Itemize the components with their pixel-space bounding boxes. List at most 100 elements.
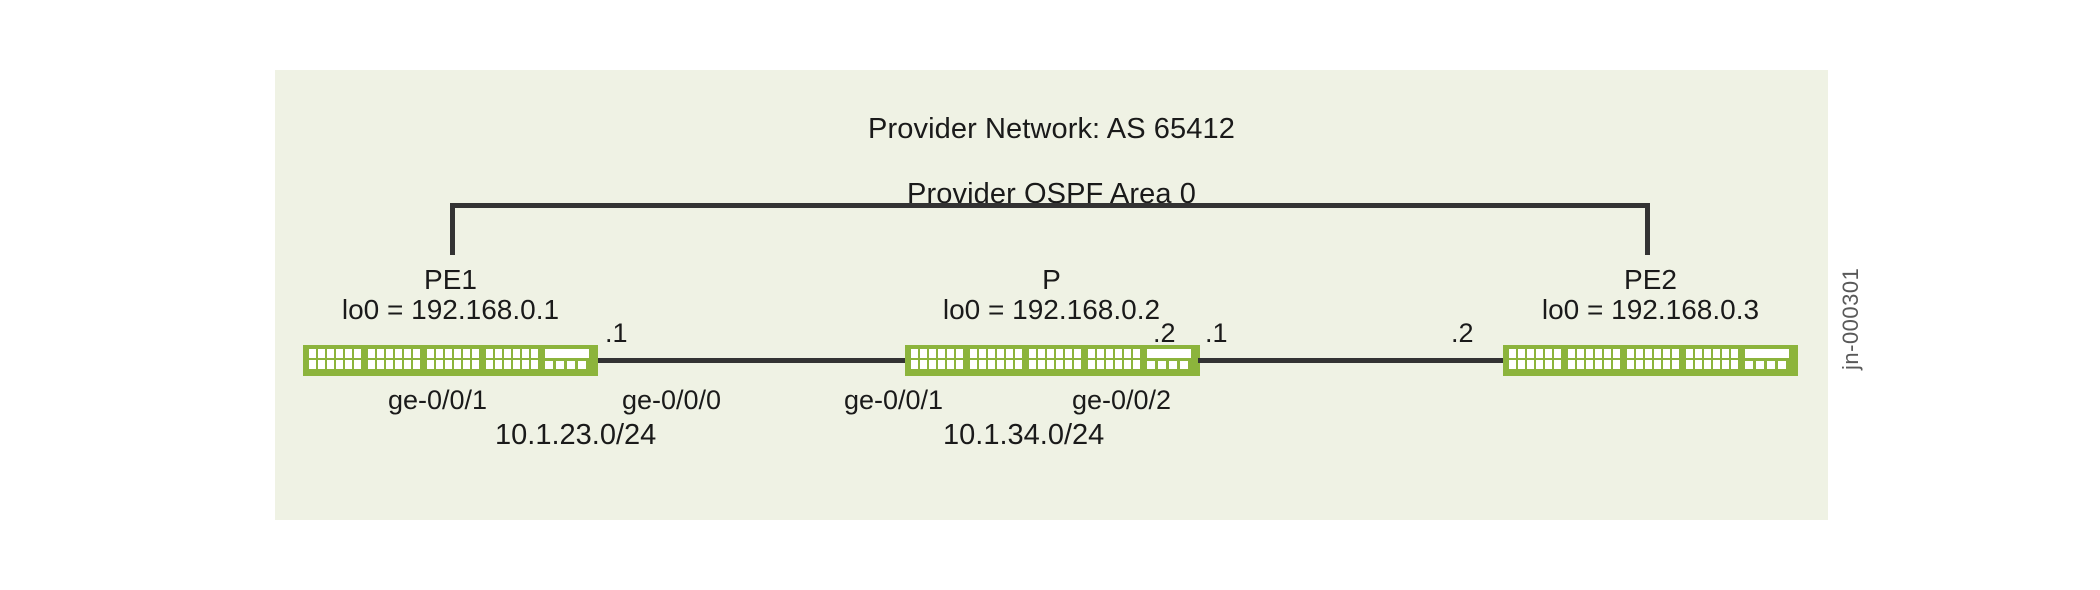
router-port-group xyxy=(1568,349,1620,369)
router-status-panel xyxy=(1745,349,1791,371)
octet-pe2-ge-0-0-2: .2 xyxy=(1451,318,1474,348)
router-port xyxy=(327,360,334,369)
router-port xyxy=(427,360,434,369)
router-port xyxy=(513,360,520,369)
node-pe1-name: PE1 xyxy=(424,264,477,295)
router-port xyxy=(1586,349,1593,358)
diagram-panel: Provider Network: AS 65412 Provider OSPF… xyxy=(275,70,1828,520)
router-port xyxy=(1604,360,1611,369)
router-port xyxy=(309,360,316,369)
router-port xyxy=(345,349,352,358)
router-port xyxy=(1047,349,1054,358)
router-port xyxy=(1527,360,1534,369)
router-port xyxy=(1124,349,1131,358)
router-port xyxy=(970,360,977,369)
link-p-pe2 xyxy=(1198,358,1503,363)
router-port xyxy=(1731,349,1738,358)
router-port xyxy=(1604,349,1611,358)
router-port xyxy=(1713,349,1720,358)
router-port-group xyxy=(1686,349,1738,369)
router-port xyxy=(947,360,954,369)
router-led xyxy=(1767,361,1775,369)
router-port xyxy=(1645,360,1652,369)
router-port xyxy=(1554,349,1561,358)
router-port-group xyxy=(1088,349,1140,369)
router-port xyxy=(1636,360,1643,369)
subnet-label-p-pe2: 10.1.34.0/24 xyxy=(943,419,1105,451)
router-port xyxy=(1097,349,1104,358)
router-port xyxy=(486,349,493,358)
router-port xyxy=(920,349,927,358)
router-port xyxy=(988,349,995,358)
router-display-bar xyxy=(545,349,589,358)
router-port xyxy=(1595,360,1602,369)
router-port-bank xyxy=(911,349,1140,369)
router-port xyxy=(1065,349,1072,358)
router-display-bar xyxy=(1147,349,1191,358)
node-pe2-name: PE2 xyxy=(1624,264,1677,295)
router-port xyxy=(445,360,452,369)
router-led xyxy=(1169,361,1177,369)
router-status-panel xyxy=(545,349,591,371)
router-port xyxy=(1627,349,1634,358)
router-port xyxy=(354,360,361,369)
router-port xyxy=(1595,349,1602,358)
router-port xyxy=(1006,360,1013,369)
router-port xyxy=(1722,349,1729,358)
node-pe2: PE2 lo0 = 192.168.0.3 xyxy=(1503,265,1798,326)
router-port-bank xyxy=(309,349,538,369)
router-port xyxy=(1088,349,1095,358)
router-port xyxy=(472,360,479,369)
router-port xyxy=(1518,349,1525,358)
router-port xyxy=(522,349,529,358)
router-port xyxy=(486,360,493,369)
node-pe2-loopback: lo0 = 192.168.0.3 xyxy=(1541,294,1760,326)
octet-pe1-ge-0-0-1: .1 xyxy=(605,318,628,348)
router-port xyxy=(1654,360,1661,369)
router-port xyxy=(386,360,393,369)
router-port xyxy=(997,349,1004,358)
node-p-name: P xyxy=(1042,264,1061,295)
router-port xyxy=(1047,360,1054,369)
router-port xyxy=(1518,360,1525,369)
router-port xyxy=(1015,360,1022,369)
router-port xyxy=(368,349,375,358)
router-port xyxy=(1509,349,1516,358)
router-port xyxy=(436,349,443,358)
router-port xyxy=(472,349,479,358)
node-pe1-loopback: lo0 = 192.168.0.1 xyxy=(341,294,560,326)
router-port xyxy=(1586,360,1593,369)
router-port xyxy=(427,349,434,358)
router-led xyxy=(567,361,575,369)
router-port xyxy=(938,349,945,358)
router-port xyxy=(377,349,384,358)
interface-pe1-ge-0-0-1: ge-0/0/1 xyxy=(388,385,488,415)
router-port-group xyxy=(486,349,538,369)
router-port xyxy=(988,360,995,369)
interface-p-ge-0-0-1: ge-0/0/1 xyxy=(844,385,944,415)
router-port xyxy=(495,360,502,369)
router-port xyxy=(1097,360,1104,369)
router-port-group xyxy=(1029,349,1081,369)
router-port xyxy=(1006,349,1013,358)
router-led xyxy=(1147,361,1155,369)
router-port xyxy=(1627,360,1634,369)
router-port xyxy=(979,360,986,369)
router-led xyxy=(1756,361,1764,369)
router-port xyxy=(1731,360,1738,369)
router-port xyxy=(1672,349,1679,358)
router-port xyxy=(1645,349,1652,358)
octet-p-ge-0-0-1: .1 xyxy=(1205,318,1228,348)
router-port xyxy=(336,349,343,358)
router-port xyxy=(938,360,945,369)
router-port xyxy=(309,349,316,358)
ospf-area-bracket xyxy=(450,203,1650,255)
router-port xyxy=(1074,360,1081,369)
router-port xyxy=(1545,360,1552,369)
node-pe1: PE1 lo0 = 192.168.0.1 xyxy=(303,265,598,326)
router-port xyxy=(1577,349,1584,358)
router-port xyxy=(1106,360,1113,369)
router-port xyxy=(1029,360,1036,369)
router-port xyxy=(1704,360,1711,369)
router-port xyxy=(979,349,986,358)
